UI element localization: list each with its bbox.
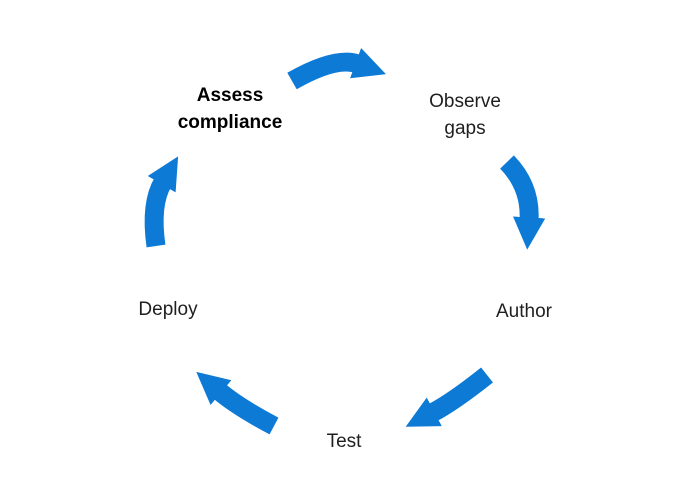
node-author: Author bbox=[496, 301, 552, 322]
node-test: Test bbox=[326, 431, 362, 452]
node-observe-gaps: Observe gaps bbox=[429, 91, 501, 139]
arrow-test-to-deploy-icon bbox=[196, 371, 279, 435]
arrow-author-to-test-icon bbox=[405, 367, 493, 427]
node-deploy: Deploy bbox=[138, 299, 198, 320]
node-assess-compliance: Assess compliance bbox=[177, 85, 283, 133]
arrow-assess-to-observe-icon bbox=[287, 47, 386, 90]
arrow-observe-to-author-icon bbox=[499, 155, 546, 250]
arrow-deploy-to-assess-icon bbox=[144, 156, 179, 248]
